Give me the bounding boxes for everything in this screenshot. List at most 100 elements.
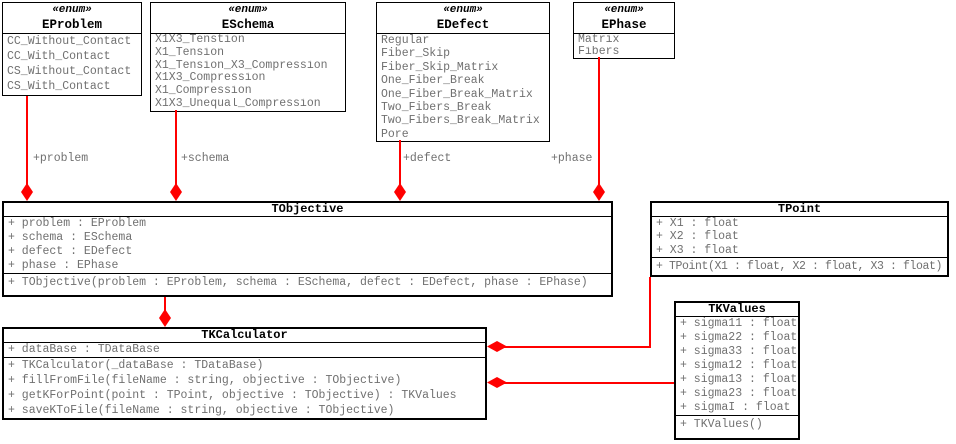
connector-line-schema bbox=[175, 110, 177, 188]
stereotype-label: «enum» bbox=[228, 4, 268, 16]
attributes-compartment: + sigma11 : float+ sigma22 : float+ sigm… bbox=[676, 317, 798, 416]
attribute-row: + sigma11 : float bbox=[680, 317, 798, 330]
class-name: EDefect bbox=[436, 18, 490, 32]
class-name: TKCalculator bbox=[201, 328, 288, 342]
class-name: EProblem bbox=[41, 18, 102, 32]
method-row: + getKForPoint(point : TPoint, objective… bbox=[8, 389, 457, 402]
attribute-row: + sigmaI : float bbox=[680, 401, 791, 414]
stereotype-label: «enum» bbox=[443, 4, 483, 16]
connector-label-phase: +phase bbox=[551, 152, 593, 165]
class-name: TObjective bbox=[271, 202, 344, 216]
attribute-row: + phase : EPhase bbox=[8, 259, 119, 272]
class-name: TKValues bbox=[708, 302, 766, 316]
class-box-tobjective[interactable]: TObjective + problem : EProblem+ schema … bbox=[2, 201, 613, 297]
attribute-row: Two_Fibers_Break bbox=[381, 101, 492, 115]
method-row: + fillFromFile(fileName : string, object… bbox=[8, 374, 402, 387]
methods-compartment: + TKCalculator(_dataBase : TDataBase) + f… bbox=[4, 358, 485, 418]
attribute-row: + defect : EDefect bbox=[8, 245, 133, 258]
class-header: TPoint bbox=[652, 203, 947, 217]
connector-line-tpoint-tkcalculator bbox=[649, 277, 651, 347]
class-header: «enum» ESchema bbox=[151, 3, 345, 34]
method-row: + TKCalculator(_dataBase : TDataBase) bbox=[8, 359, 264, 372]
connector-line-tpoint-tkcalculator bbox=[503, 346, 651, 348]
method-row: + TKValues() bbox=[680, 418, 763, 431]
class-header: TObjective bbox=[4, 203, 611, 217]
attribute-row: X1X3_Compression bbox=[155, 72, 266, 85]
attribute-row: X1_Tension bbox=[155, 46, 225, 59]
attribute-row: + sigma12 : float bbox=[680, 359, 798, 372]
connector-label-defect: +defect bbox=[403, 152, 452, 165]
attribute-row: + sigma23 : float bbox=[680, 387, 798, 400]
class-header: «enum» EDefect bbox=[377, 3, 549, 34]
attributes-compartment: + problem : EProblem+ schema : ESchema+ … bbox=[4, 217, 611, 274]
composition-diamond-icon bbox=[487, 377, 507, 388]
composition-diamond-icon bbox=[593, 183, 605, 201]
attribute-row: + sigma33 : float bbox=[680, 345, 798, 358]
attribute-row: CS_With_Contact bbox=[7, 80, 111, 93]
connector-line-problem bbox=[26, 96, 28, 188]
attribute-row: Pore bbox=[381, 127, 409, 141]
attribute-row: Fiber_Skip_Matrix bbox=[381, 60, 499, 74]
attribute-row: + X1 : float bbox=[656, 217, 739, 230]
composition-diamond-icon bbox=[21, 183, 33, 201]
attribute-row: Matrix bbox=[578, 34, 620, 46]
class-name: ESchema bbox=[221, 18, 275, 32]
class-header: TKCalculator bbox=[4, 329, 485, 343]
attribute-row: + X2 : float bbox=[656, 230, 739, 244]
composition-diamond-icon bbox=[487, 341, 507, 352]
attribute-row: + dataBase : TDataBase bbox=[8, 343, 160, 356]
class-header: «enum» EPhase bbox=[574, 3, 674, 34]
attribute-row: CC_With_Contact bbox=[7, 50, 111, 63]
attribute-row: CS_Without_Contact bbox=[7, 65, 132, 78]
class-name: TPoint bbox=[777, 202, 822, 216]
composition-diamond-icon bbox=[394, 183, 406, 201]
class-box-tkcalculator[interactable]: TKCalculator + dataBase : TDataBase + TK… bbox=[2, 327, 487, 420]
composition-diamond-icon bbox=[159, 309, 171, 327]
class-header: «enum» EProblem bbox=[3, 3, 141, 34]
stereotype-label: «enum» bbox=[52, 4, 92, 16]
method-row: + TPoint(X1 : float, X2 : float, X3 : fl… bbox=[656, 260, 943, 273]
method-row: + saveKToFile(fileName : string, objecti… bbox=[8, 404, 395, 417]
connector-line-defect bbox=[399, 140, 401, 188]
attributes-compartment: + dataBase : TDataBase bbox=[4, 343, 485, 358]
composition-diamond-icon bbox=[170, 183, 182, 201]
stereotype-label: «enum» bbox=[604, 4, 644, 16]
attribute-row: CC_Without_Contact bbox=[7, 35, 132, 48]
attribute-row: One_Fiber_Break_Matrix bbox=[381, 87, 533, 101]
methods-compartment: + TKValues() bbox=[676, 416, 798, 432]
attribute-row: + problem : EProblem bbox=[8, 217, 147, 230]
connector-line-phase bbox=[598, 57, 600, 188]
attribute-row: X1X3_Unequal_Compression bbox=[155, 97, 321, 110]
attributes-compartment: + X1 : float+ X2 : float+ X3 : float bbox=[652, 217, 947, 258]
connector-line-tkvalues-tkcalculator bbox=[503, 382, 674, 384]
attribute-row: + sigma13 : float bbox=[680, 373, 798, 386]
attribute-row: Regular bbox=[381, 34, 430, 47]
attribute-row: Fiber_Skip bbox=[381, 47, 451, 61]
attribute-row: + X3 : float bbox=[656, 243, 739, 257]
attribute-row: One_Fiber_Break bbox=[381, 74, 485, 88]
connector-line-tobjective-tkcalculator bbox=[164, 297, 166, 313]
method-row: + TObjective(problem : EProblem, schema … bbox=[8, 276, 588, 289]
methods-compartment: + TPoint(X1 : float, X2 : float, X3 : fl… bbox=[652, 258, 947, 274]
attribute-row: + schema : ESchema bbox=[8, 231, 133, 244]
methods-compartment: + TObjective(problem : EProblem, schema … bbox=[4, 274, 611, 290]
attribute-row: X1X3_Tenstion bbox=[155, 34, 245, 46]
class-box-tpoint[interactable]: TPoint + X1 : float+ X2 : float+ X3 : fl… bbox=[650, 201, 949, 277]
attribute-row: X1_Tension_X3_Compression bbox=[155, 59, 328, 72]
class-box-tkvalues[interactable]: TKValues + sigma11 : float+ sigma22 : fl… bbox=[674, 301, 800, 440]
connector-label-schema: +schema bbox=[181, 152, 230, 165]
attribute-row: X1_Compression bbox=[155, 85, 252, 98]
connector-label-problem: +problem bbox=[33, 152, 89, 165]
attribute-row: Two_Fibers_Break_Matrix bbox=[381, 114, 540, 128]
attribute-row: Fibers bbox=[578, 46, 620, 58]
class-name: EPhase bbox=[601, 18, 647, 32]
attribute-row: + sigma22 : float bbox=[680, 331, 798, 344]
